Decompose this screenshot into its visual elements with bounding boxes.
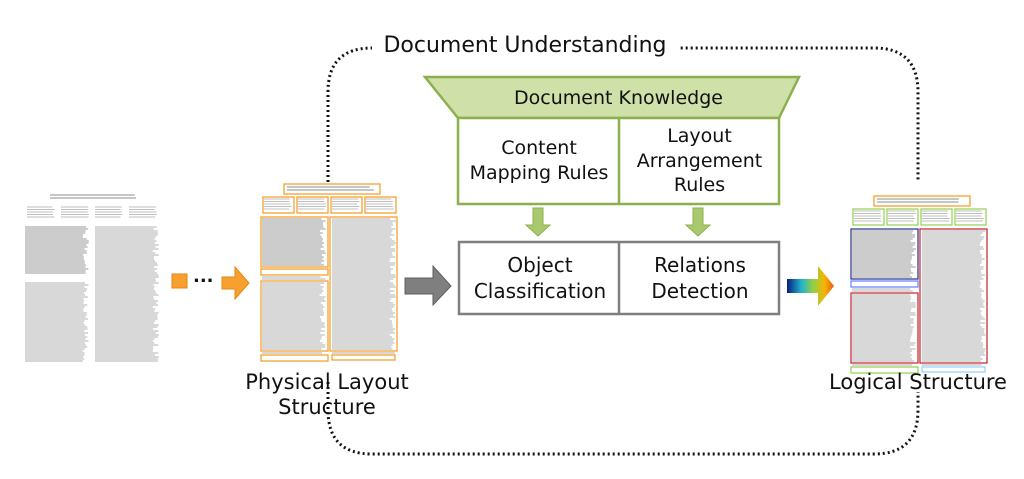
logical-structure-label: Logical Structure xyxy=(818,370,1018,395)
region-box xyxy=(874,196,970,206)
region-box xyxy=(261,281,328,351)
region-box xyxy=(851,293,918,363)
region-box xyxy=(261,269,328,275)
region-box xyxy=(261,217,328,267)
region-box xyxy=(851,281,918,287)
region-box xyxy=(851,229,918,279)
region-box xyxy=(332,355,395,360)
physical-layout-label: Physical Layout Structure xyxy=(232,370,422,420)
region-box xyxy=(284,184,380,194)
region-box xyxy=(261,355,328,361)
